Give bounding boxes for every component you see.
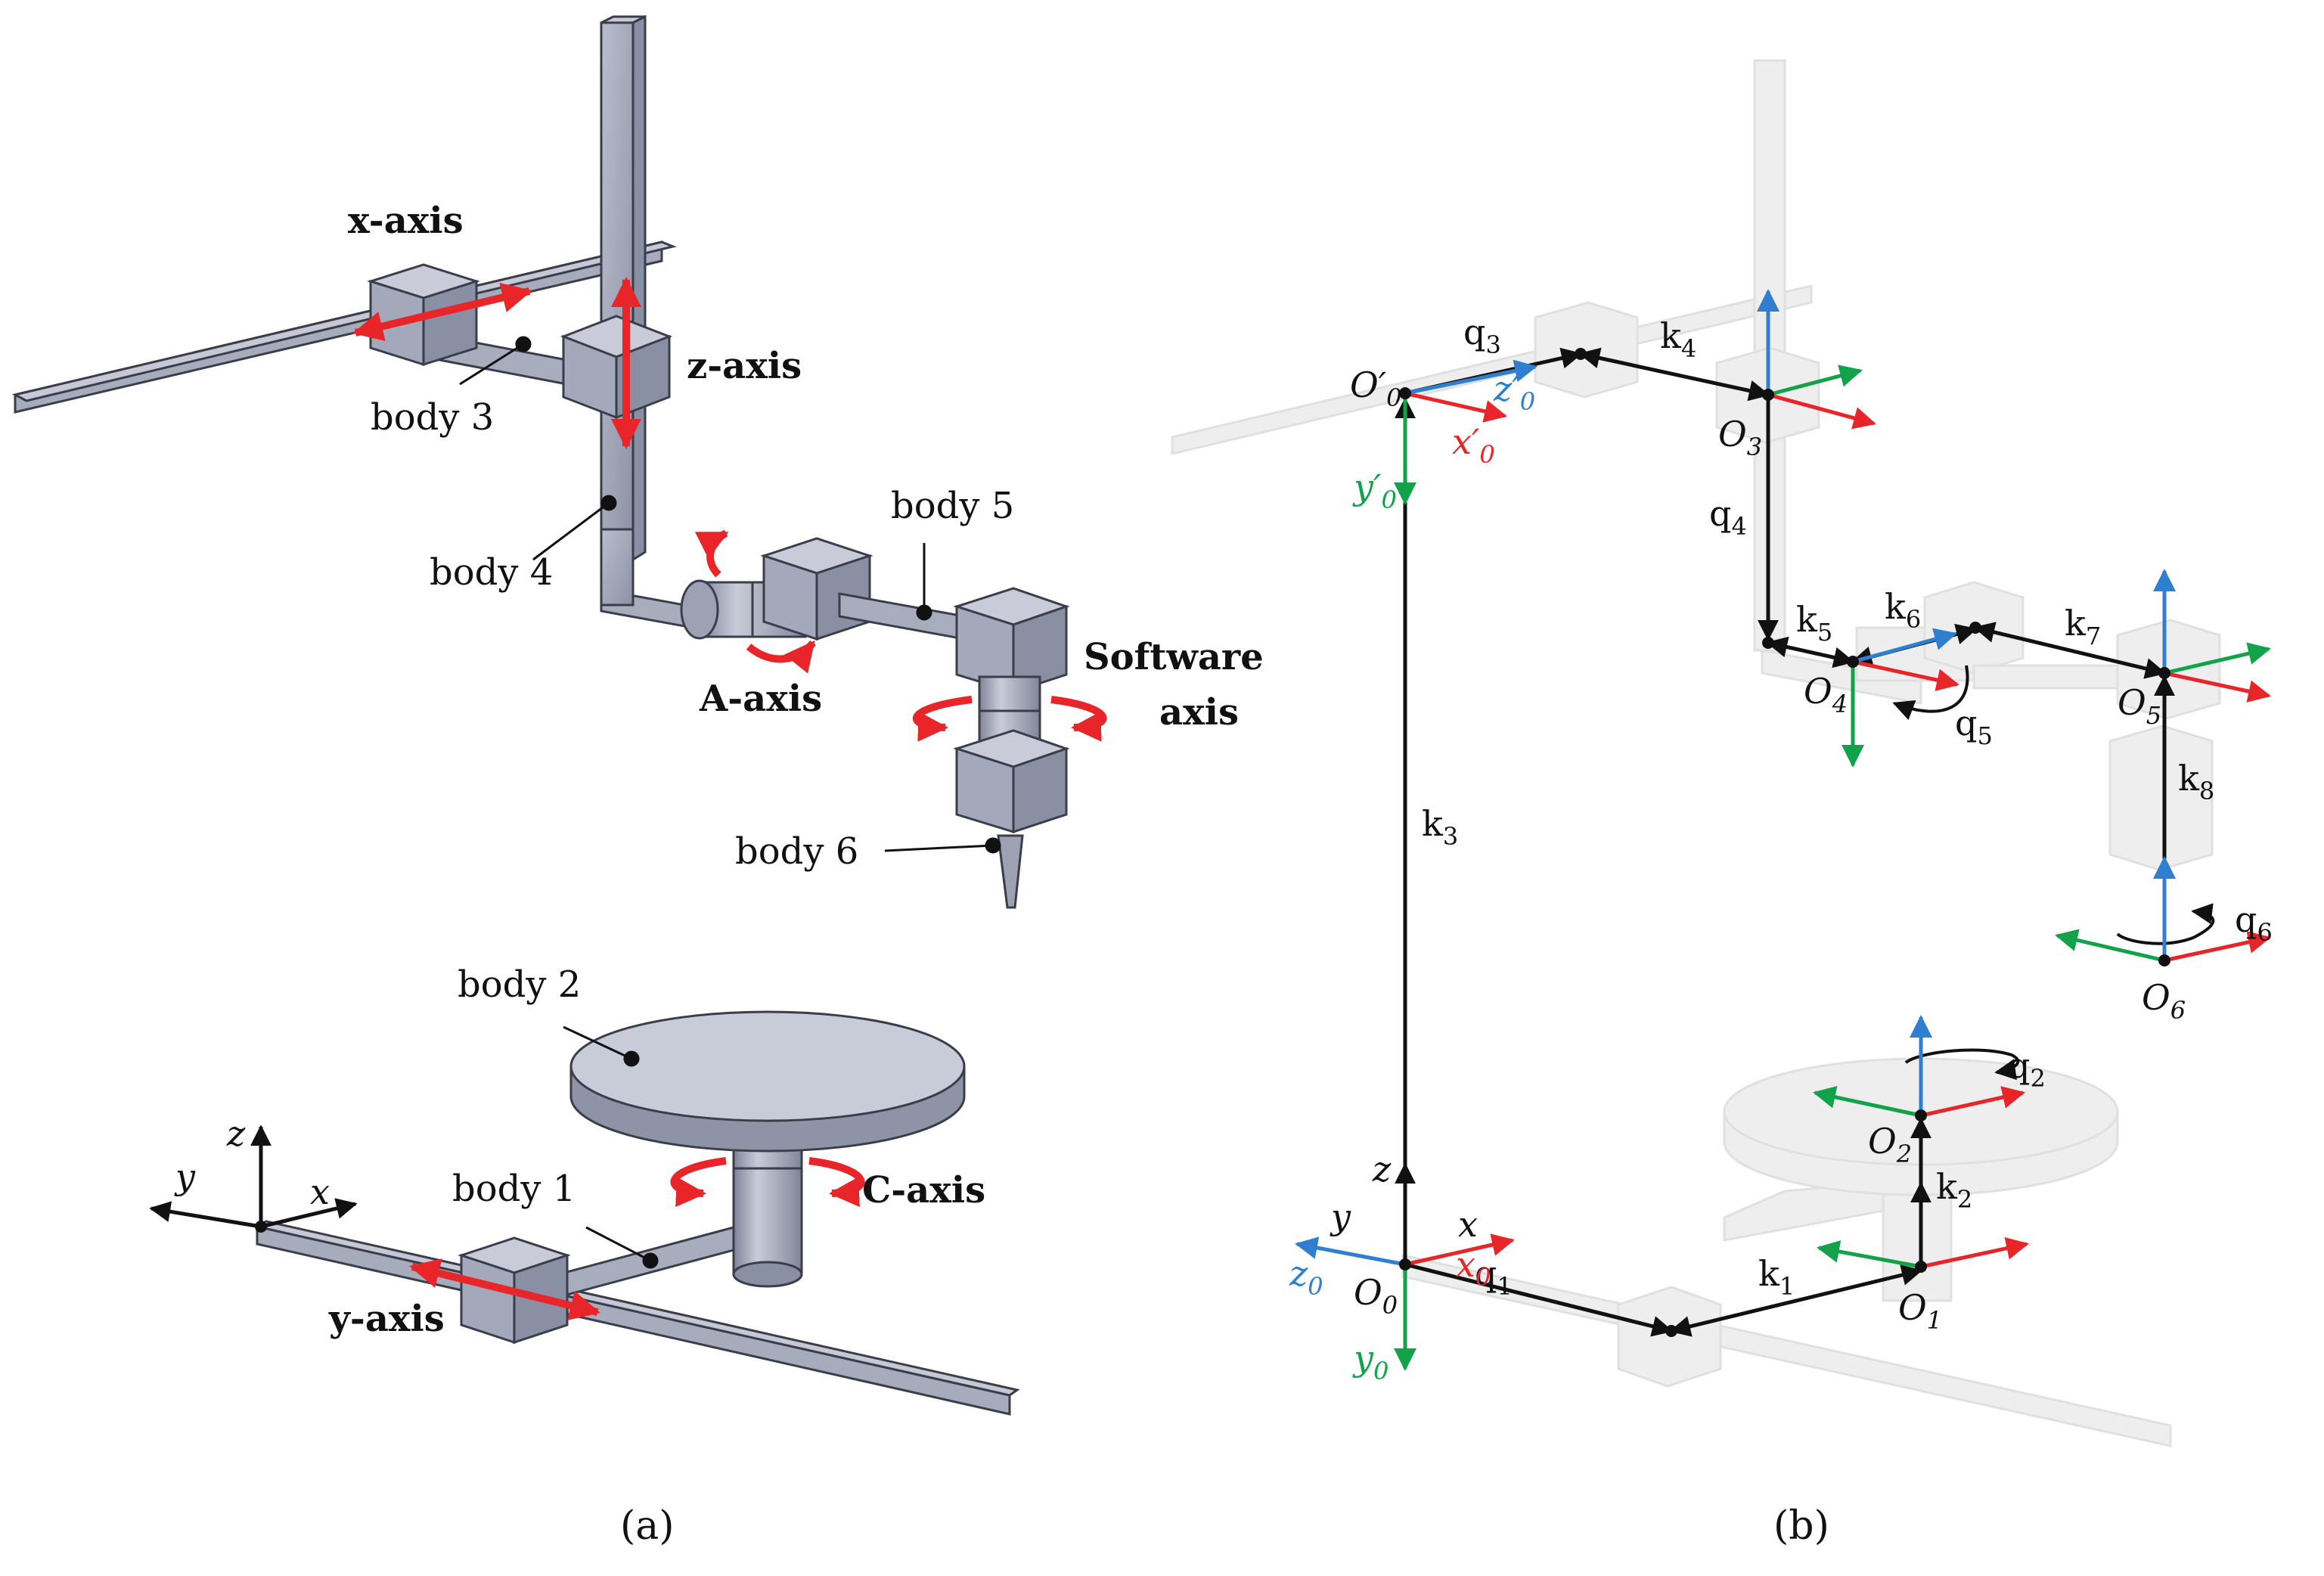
body5-arm: [838, 592, 966, 641]
panel-a-caption: (a): [620, 1503, 675, 1549]
body6-label: body 6: [735, 830, 858, 873]
label-z0-prime: z′0: [1493, 368, 1535, 416]
software-axis-assembly: [953, 587, 1070, 909]
rotation-arcs: [1892, 665, 2215, 1081]
a-axis-rotation-arrow: [694, 529, 816, 674]
body2-label: body 2: [458, 963, 581, 1006]
z-axis-block: [560, 315, 673, 420]
software-axis-label-line2: axis: [1159, 691, 1239, 734]
body-leaders: [459, 336, 1001, 1269]
body5-label: body 5: [891, 485, 1014, 527]
joint-dots: [1399, 348, 2170, 1337]
c-axis-rotation-arrow: [670, 1157, 865, 1208]
label-k8: k8: [2178, 758, 2214, 805]
panel-a-machine-model: z y x x-axis z-axis body 3 body 4 body 5…: [11, 14, 1264, 1549]
panel-b-kinematic-chain: q1 q2 q3 q4 q5 q6 k1 k2 k3 k4 k5 k6 k7 k…: [1171, 59, 2273, 1549]
label-chain-z: z: [1372, 1149, 1392, 1190]
frame-O3: [1757, 289, 1876, 430]
z-axis-label: z-axis: [687, 345, 802, 387]
label-q3: q3: [1463, 312, 1501, 359]
body3-label: body 3: [371, 396, 494, 439]
body4-label: body 4: [430, 551, 553, 594]
triad-x-label: x: [310, 1171, 330, 1212]
frame-O0: [1295, 1233, 1515, 1371]
label-k7: k7: [2065, 603, 2101, 650]
label-x0: x0: [1456, 1244, 1491, 1292]
body4-leg: [600, 528, 686, 628]
a-axis-block: [760, 537, 873, 641]
triad-z-label: z: [226, 1113, 246, 1154]
label-O6: O6: [2142, 977, 2186, 1025]
frame-O1: [1817, 1236, 2029, 1269]
software-axis-label-line1: Software: [1084, 636, 1264, 678]
label-k6: k6: [1885, 586, 1921, 634]
label-O1: O1: [1898, 1287, 1942, 1335]
x-axis-motion-arrow: [352, 282, 532, 342]
label-O0: O0: [1354, 1272, 1398, 1320]
y-axis-label: y-axis: [328, 1298, 445, 1340]
label-chain-y: y: [1330, 1196, 1351, 1237]
coordinate-triad: z y x: [149, 1113, 358, 1233]
label-q1: q1: [1475, 1253, 1513, 1301]
label-O5: O5: [2118, 682, 2161, 730]
frame-O2: [1813, 1015, 2025, 1118]
label-x0-prime: x′0: [1452, 421, 1495, 469]
label-O2: O2: [1868, 1121, 1912, 1168]
label-z0: z0: [1289, 1253, 1323, 1301]
frame-O6: [2055, 856, 2271, 963]
label-q2: q2: [2008, 1045, 2046, 1093]
label-q6: q6: [2235, 899, 2273, 947]
label-O3: O3: [1718, 414, 1762, 461]
a-axis-label: A-axis: [699, 678, 822, 720]
label-O4: O4: [1804, 671, 1848, 718]
frame-O5: [2153, 569, 2271, 703]
label-q5: q5: [1955, 703, 1993, 750]
x-axis-label: x-axis: [348, 200, 464, 242]
c-axis-label: C-axis: [862, 1169, 985, 1211]
software-axis-rotation-arrow: [912, 696, 1107, 742]
label-k1: k1: [1758, 1253, 1795, 1301]
label-k4: k4: [1660, 315, 1696, 363]
panel-b-caption: (b): [1773, 1503, 1829, 1549]
label-k2: k2: [1936, 1166, 1972, 1214]
label-k3: k3: [1422, 803, 1458, 851]
body1-label: body 1: [452, 1168, 576, 1210]
body2-table: [569, 1010, 966, 1153]
ghost-machine: [1171, 59, 2221, 1447]
triad-y-label: y: [174, 1156, 196, 1197]
label-k5: k5: [1796, 599, 1832, 647]
label-chain-x: x: [1458, 1204, 1478, 1245]
label-q4: q4: [1709, 493, 1747, 541]
y-axis-motion-arrow: [409, 1258, 600, 1320]
label-y0-prime: y′0: [1352, 467, 1397, 514]
frame-O0-prime: [1394, 359, 1537, 505]
label-O0-prime: O′0: [1350, 365, 1402, 412]
label-y0: y0: [1352, 1338, 1389, 1385]
frame-O4: [1842, 628, 1959, 768]
